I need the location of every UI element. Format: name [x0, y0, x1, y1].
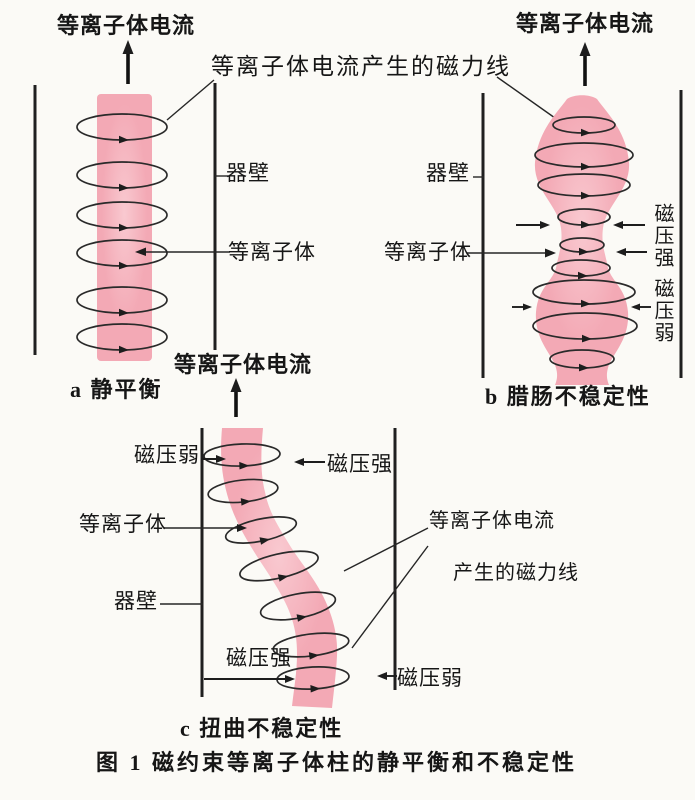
plasma-pointer-b: [467, 248, 556, 258]
panel-c-graphics: [160, 378, 429, 708]
field-lines-label-pointers-c: [343, 527, 429, 649]
field-lines-top-label: 等离子体电流产生的磁力线: [211, 54, 511, 79]
plasma-label-a: 等离子体: [228, 240, 316, 264]
figure-caption: 图 1 磁约束等离子体柱的静平衡和不稳定性: [96, 750, 578, 775]
caption-a: a 静平衡: [70, 377, 163, 402]
current-label-b: 等离子体电流: [516, 11, 655, 36]
field-line-rings-b: [532, 116, 638, 372]
field-line-rings-a: [76, 113, 168, 354]
plasma-pointer-a: [135, 247, 230, 256]
plasma-column-c: [221, 428, 338, 708]
pressure-strong-label-b: 磁压强: [651, 203, 673, 269]
field-lines-label-c: 等离子体电流 产生的磁力线: [429, 508, 579, 586]
plasma-column-b: [534, 95, 630, 385]
plasma-pointer-c: [164, 524, 247, 532]
pressure-strong-top-label-c: 磁压强: [327, 452, 393, 476]
pressure-strong-bottom-label-c: 磁压强: [226, 646, 292, 670]
panel-a-graphics: [33, 40, 230, 361]
pressure-strong-bottom-arrow-c: [204, 675, 295, 683]
current-arrow-a: [122, 40, 134, 84]
pressure-weak-top-label-c: 磁压弱: [134, 443, 200, 467]
field-lines-label-c-line2: 产生的磁力线: [453, 562, 579, 584]
pressure-weak-top-arrow-c: [201, 455, 226, 463]
caption-b: b 腊肠不稳定性: [485, 384, 651, 409]
wall-label-b: 器壁: [426, 161, 470, 185]
pressure-strong-top-arrow-c: [294, 458, 325, 466]
pressure-arrows-weak-b: [512, 303, 651, 311]
current-arrow-b: [579, 42, 591, 86]
pressure-weak-label-b: 磁压弱: [651, 278, 673, 344]
caption-c: c 扭曲不稳定性: [180, 716, 344, 741]
panel-b-graphics: [467, 42, 683, 385]
pressure-weak-bottom-label-c: 磁压弱: [397, 666, 463, 690]
current-arrow-c: [230, 378, 242, 417]
pressure-arrows-strong-b: [516, 221, 647, 256]
plasma-label-c: 等离子体: [79, 512, 167, 536]
field-lines-label-c-line1: 等离子体电流: [429, 510, 555, 532]
current-label-c: 等离子体电流: [174, 352, 313, 377]
wall-label-a: 器壁: [226, 161, 270, 185]
field-lines-label-pointers: [166, 76, 556, 121]
current-label-a: 等离子体电流: [57, 13, 196, 38]
plasma-label-b: 等离子体: [384, 240, 472, 264]
pressure-weak-bottom-arrow-c: [377, 672, 397, 680]
wall-label-c: 器壁: [114, 589, 158, 613]
